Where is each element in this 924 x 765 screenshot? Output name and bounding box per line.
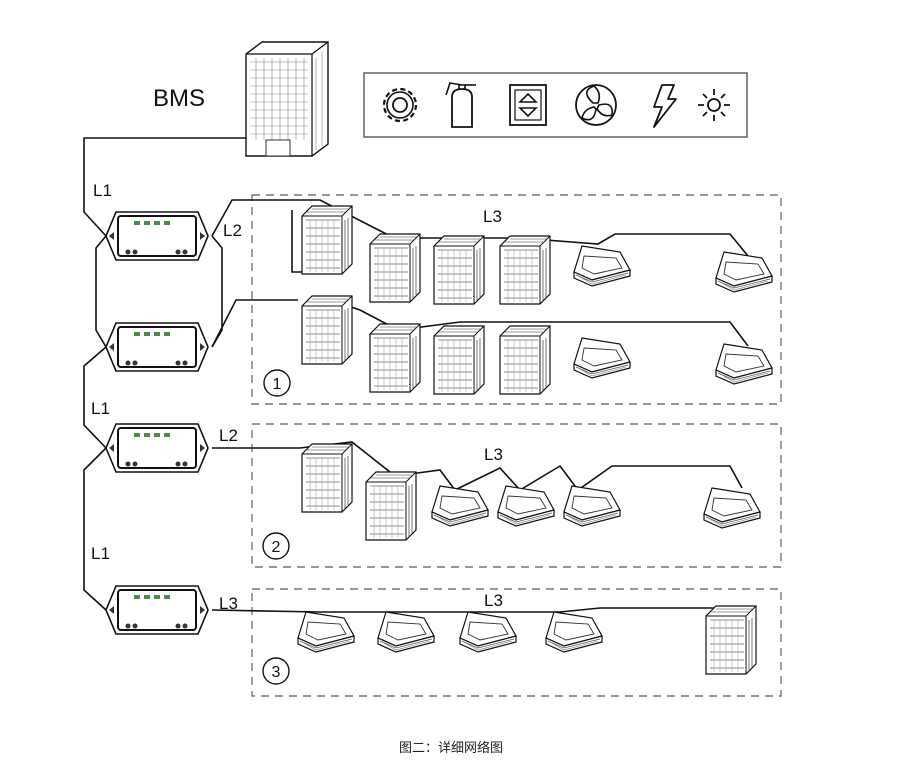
- lightning-icon: [653, 84, 677, 128]
- indoor-cassette: [573, 337, 631, 379]
- outdoor-unit: [705, 605, 757, 675]
- group-number-2: 2: [262, 532, 290, 560]
- l3-label: L3: [219, 594, 238, 613]
- bms-building: [245, 41, 329, 157]
- outdoor-unit: [369, 233, 421, 303]
- indoor-cassette: [715, 251, 773, 293]
- svg-text:2: 2: [272, 539, 281, 556]
- indoor-cassette: [703, 487, 761, 529]
- group-3-frame: [251, 588, 782, 697]
- indoor-cassette: [573, 245, 631, 287]
- outdoor-unit: [301, 443, 353, 513]
- fan-icon: [575, 84, 617, 126]
- l2-label: L2: [219, 426, 238, 445]
- indoor-cassette: [377, 611, 435, 653]
- l3-label: L3: [484, 591, 503, 610]
- indoor-cassette: [431, 485, 489, 527]
- indoor-cassette: [497, 485, 555, 527]
- icon-panel: [363, 72, 748, 138]
- indoor-cassette: [459, 611, 517, 653]
- gateway-2: [105, 322, 209, 372]
- gateway-4: [105, 585, 209, 635]
- l2-label: L2: [223, 221, 242, 240]
- l3-label: L3: [483, 207, 502, 226]
- bms-label: BMS: [153, 85, 205, 112]
- indoor-cassette: [563, 485, 621, 527]
- l3-label: L3: [484, 445, 503, 464]
- group-1-frame: [251, 194, 782, 405]
- sun-icon: [698, 89, 730, 121]
- l1-label: L1: [93, 181, 112, 200]
- outdoor-unit: [499, 235, 551, 305]
- group-number-1: 1: [263, 369, 291, 397]
- outdoor-unit: [433, 325, 485, 395]
- svg-text:1: 1: [273, 376, 282, 393]
- outdoor-unit: [301, 205, 353, 275]
- outdoor-unit: [365, 471, 417, 541]
- outdoor-unit: [433, 235, 485, 305]
- figure-caption: 图二：详细网络图: [399, 740, 503, 756]
- up-down-icon: [509, 84, 547, 126]
- svg-text:3: 3: [272, 664, 281, 681]
- l1-wiring: [83, 137, 246, 611]
- gateway-1: [105, 211, 209, 261]
- indoor-cassette: [715, 343, 773, 385]
- indoor-cassette: [545, 611, 603, 653]
- outdoor-unit: [369, 323, 421, 393]
- gateway-3: [105, 423, 209, 473]
- indoor-cassette: [297, 611, 355, 653]
- l1-label: L1: [91, 544, 110, 563]
- outdoor-unit: [301, 295, 353, 365]
- group-number-3: 3: [262, 657, 290, 685]
- l1-label: L1: [91, 399, 110, 418]
- gear-icon: [382, 87, 418, 123]
- fire-extinguisher-icon: [445, 82, 476, 128]
- outdoor-unit: [499, 325, 551, 395]
